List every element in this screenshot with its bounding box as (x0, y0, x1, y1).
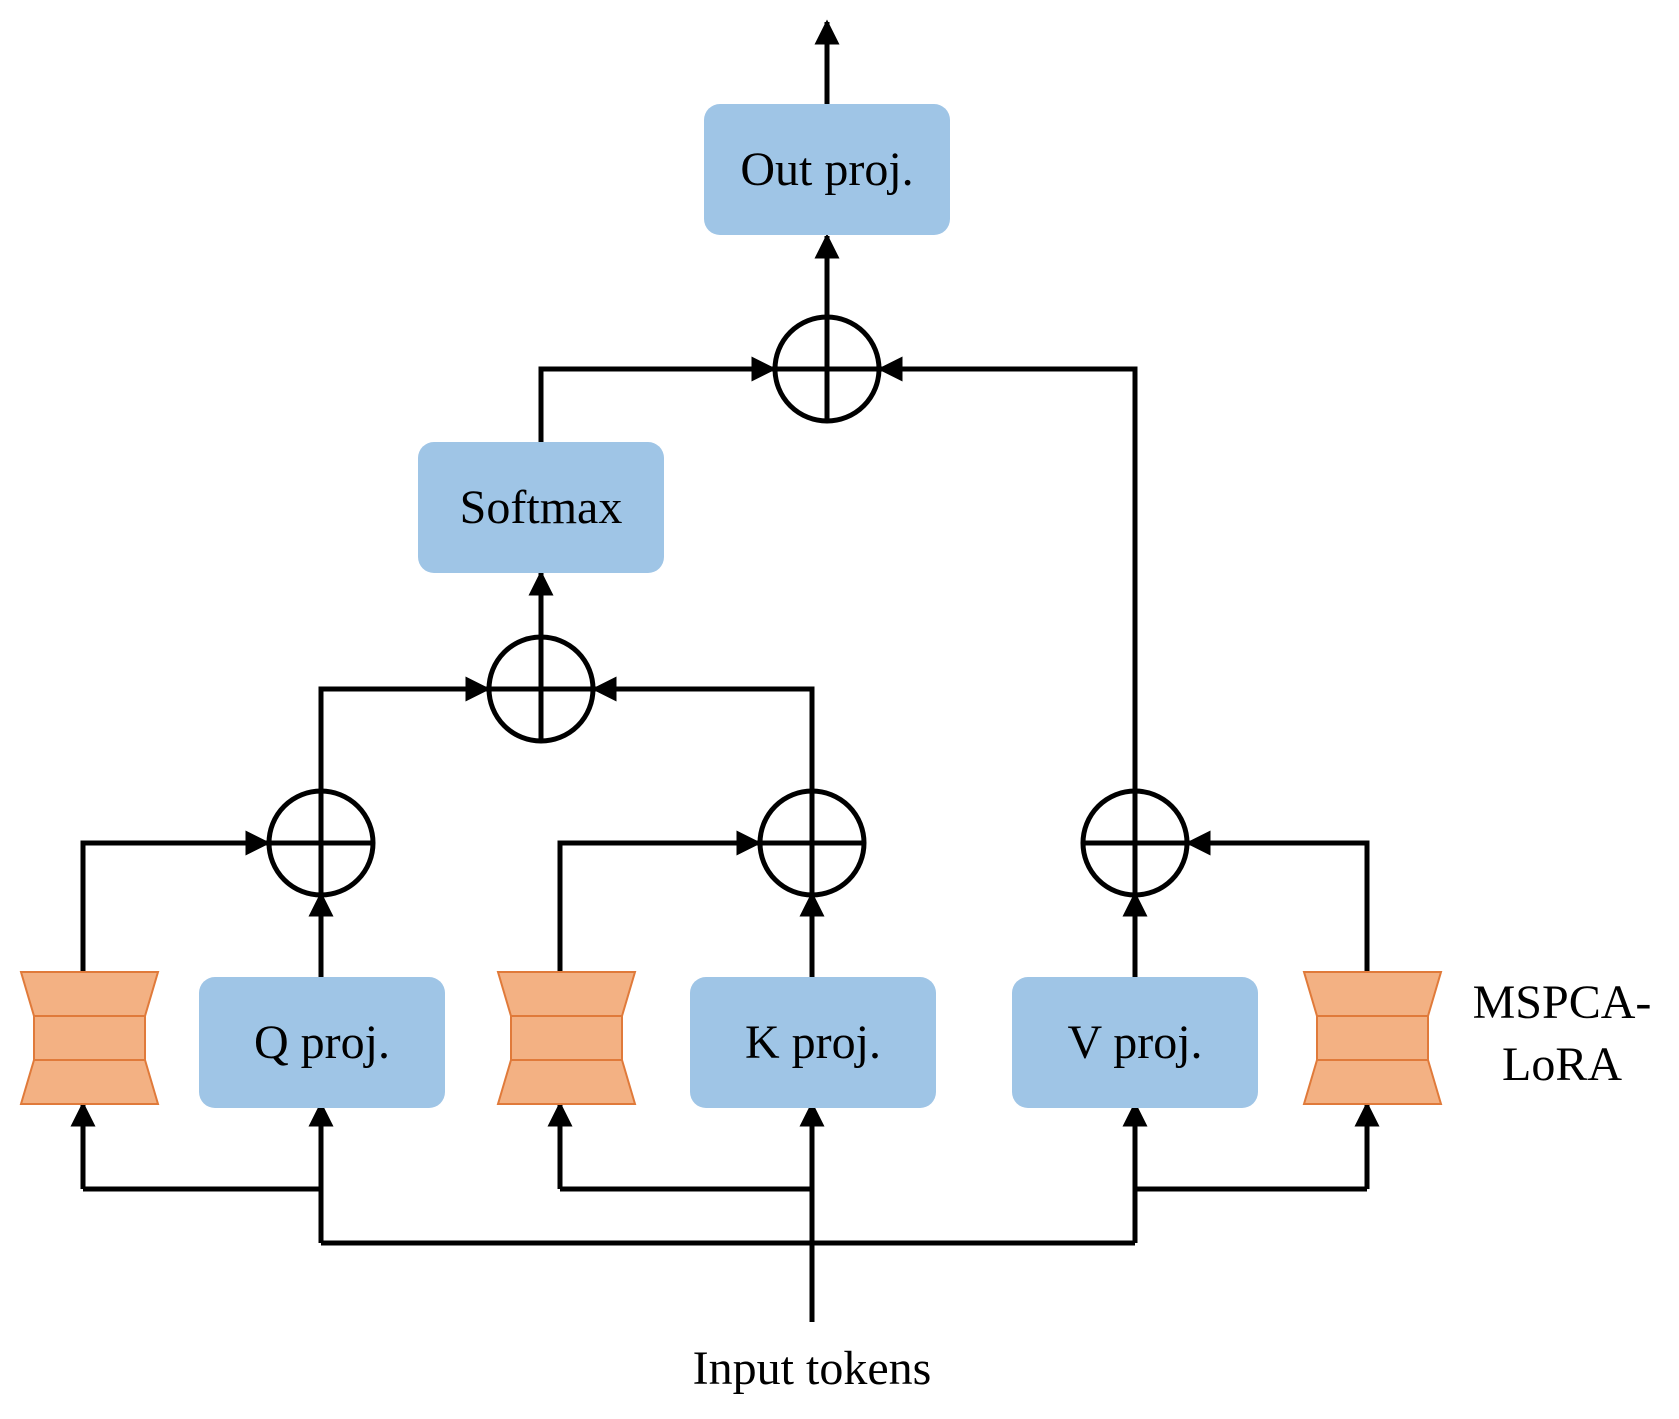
v-adapter-top (1302, 971, 1443, 1017)
q-adapter-bottom (19, 1059, 160, 1105)
k-proj-label: K proj. (745, 1016, 881, 1069)
k-adapter-top (496, 971, 637, 1017)
attention-sum-node (486, 634, 596, 744)
q-proj-box (199, 977, 445, 1108)
v-proj-label: V proj. (1067, 1016, 1202, 1069)
v-adapter-bottom (1302, 1059, 1443, 1105)
k-adapter (496, 971, 637, 1105)
v-sum-to-out-sum-arrow (877, 356, 1138, 790)
adapter-label-line2: LoRA (1502, 1038, 1622, 1091)
sum-nodes (266, 314, 1190, 898)
softmax-node: Softmax (418, 442, 664, 573)
k-adapter-bottom (496, 1059, 637, 1105)
softmax-label: Softmax (460, 481, 623, 534)
softmax-to-out-sum-arrow (538, 356, 777, 443)
q-sum-to-attn-arrow (318, 676, 491, 790)
q-sum-node (266, 788, 376, 898)
output-sum-node (772, 314, 882, 424)
connections (70, 19, 1380, 1322)
k-proj-node: K proj. (690, 977, 936, 1108)
q-adapter-top (19, 971, 160, 1017)
q-proj-node: Q proj. (199, 977, 445, 1108)
k-proj-box (690, 977, 936, 1108)
v-adapter-to-sum-arrow (1185, 830, 1370, 973)
k-sum-node (757, 788, 867, 898)
out-proj-box (704, 104, 950, 235)
input-tokens-label: Input tokens (693, 1342, 932, 1395)
v-sum-node (1080, 788, 1190, 898)
q-proj-label: Q proj. (254, 1016, 390, 1069)
out-proj-label: Out proj. (740, 143, 913, 196)
adapter-label-line1: MSPCA- (1473, 976, 1652, 1029)
q-adapter (19, 971, 160, 1105)
q-adapter-middle (33, 1015, 146, 1061)
k-adapter-to-sum-arrow (557, 830, 762, 973)
k-sum-to-attn-arrow (591, 676, 815, 790)
out-proj-node: Out proj. (704, 104, 950, 235)
v-adapter-middle (1316, 1015, 1429, 1061)
q-adapter-to-sum-arrow (80, 830, 271, 973)
v-proj-node: V proj. (1012, 977, 1258, 1108)
v-proj-box (1012, 977, 1258, 1108)
v-adapter (1302, 971, 1443, 1105)
k-adapter-middle (510, 1015, 623, 1061)
softmax-box (418, 442, 664, 573)
